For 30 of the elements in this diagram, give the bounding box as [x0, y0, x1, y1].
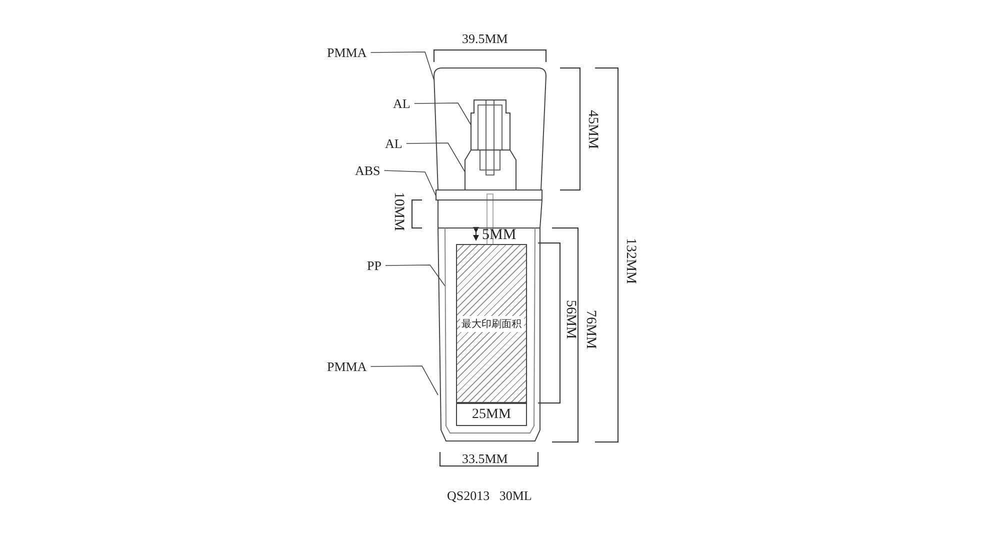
- callout-label: PMMA: [327, 359, 367, 374]
- callout-label: PP: [367, 258, 382, 273]
- leader-line: [370, 366, 438, 396]
- inner-bottle: [445, 228, 535, 433]
- dimension-label: 132MM: [623, 238, 638, 284]
- caption: QS2013 30ML: [447, 488, 532, 503]
- pump-collar: [465, 150, 516, 190]
- dimension-label: 39.5MM: [462, 31, 508, 46]
- callout-label: PMMA: [327, 45, 367, 60]
- leader-line: [414, 102, 472, 126]
- leader-line: [370, 52, 434, 80]
- callout-label: AL: [385, 136, 402, 151]
- cap-shell: [434, 68, 546, 190]
- leader-line: [384, 170, 436, 196]
- dimension-label: 33.5MM: [462, 451, 508, 466]
- dimension-label: 56MM: [563, 300, 578, 339]
- dimension-label: 10MM: [391, 192, 406, 231]
- outer-bottle: [438, 228, 540, 441]
- dimension-box: 25MM: [456, 403, 527, 426]
- dimension-label: 5MM: [482, 228, 516, 243]
- print-area: [456, 244, 527, 403]
- shoulder-band: [436, 190, 542, 228]
- dimension-label: 45MM: [585, 110, 600, 149]
- leader-line: [385, 264, 446, 286]
- print-area-label: 最大印刷面积: [460, 316, 524, 332]
- leader-line: [406, 142, 466, 172]
- callout-label: ABS: [355, 163, 380, 178]
- dimension-label: 76MM: [583, 310, 598, 349]
- pump-head: [471, 100, 510, 150]
- callout-label: AL: [393, 96, 410, 111]
